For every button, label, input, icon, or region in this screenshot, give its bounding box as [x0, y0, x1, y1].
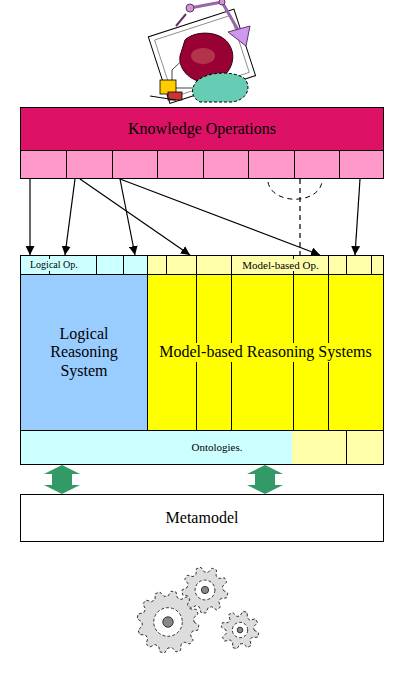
cell-divider: [328, 256, 329, 274]
ontologies-band: Ontologies.: [20, 430, 384, 465]
text-holder: Logical Op.: [21, 256, 147, 274]
node-label: Ontologies.: [188, 441, 245, 454]
logical-system-box: Logical Reasoning System: [20, 274, 148, 431]
operation-arrow: [29, 179, 30, 255]
model-system-box: Model-based Reasoning Systems: [147, 274, 384, 431]
text-holder: Model-based Reasoning Systems: [148, 275, 383, 430]
node-label: Model-based Reasoning Systems: [156, 343, 374, 361]
cell-divider: [166, 256, 167, 274]
text-holder: Logical Reasoning System: [21, 275, 147, 430]
node-label: Logical Op.: [27, 259, 81, 271]
cell-divider: [123, 256, 124, 274]
logical-op-strip: Logical Op.: [20, 255, 148, 275]
metamodel-box: Metamodel: [20, 494, 384, 542]
node-label: Metamodel: [166, 509, 239, 527]
cell-divider: [231, 256, 232, 274]
cell-divider: [371, 256, 372, 274]
cell-divider: [66, 150, 67, 178]
cell-divider: [196, 256, 197, 274]
node-label: Model-based Op.: [239, 259, 321, 272]
node-label: Logical Reasoning System: [34, 325, 134, 380]
cell-divider: [157, 150, 158, 178]
cell-divider: [346, 431, 347, 464]
dashed-arc: [268, 182, 322, 199]
cell-divider: [112, 150, 113, 178]
operation-arrow: [65, 179, 75, 255]
model-op-strip: Model-based Op.: [147, 255, 384, 275]
operation-arrow: [120, 179, 135, 255]
node-label: Knowledge Operations: [128, 120, 276, 138]
cell-divider: [339, 150, 340, 178]
text-holder: Knowledge Operations: [21, 108, 383, 150]
cell-divider: [96, 256, 97, 274]
text-holder: Model-based Op.: [148, 256, 383, 274]
block-arrow: [255, 474, 275, 485]
cell-divider: [346, 256, 347, 274]
cell-divider: [203, 150, 204, 178]
operation-arrow: [299, 179, 300, 255]
cell-divider: [248, 150, 249, 178]
knowledge-illustration: [148, 0, 255, 103]
operation-cells: [21, 150, 383, 178]
gear-illustration: [137, 567, 259, 652]
operation-arrow: [80, 179, 190, 255]
text-holder: Ontologies.: [21, 431, 383, 464]
operation-arrow: [355, 179, 360, 255]
operation-arrow: [120, 179, 320, 255]
cell-divider: [294, 150, 295, 178]
operations-bar: Knowledge Operations: [20, 107, 384, 179]
text-holder: Metamodel: [21, 495, 383, 541]
block-arrow: [52, 474, 72, 485]
